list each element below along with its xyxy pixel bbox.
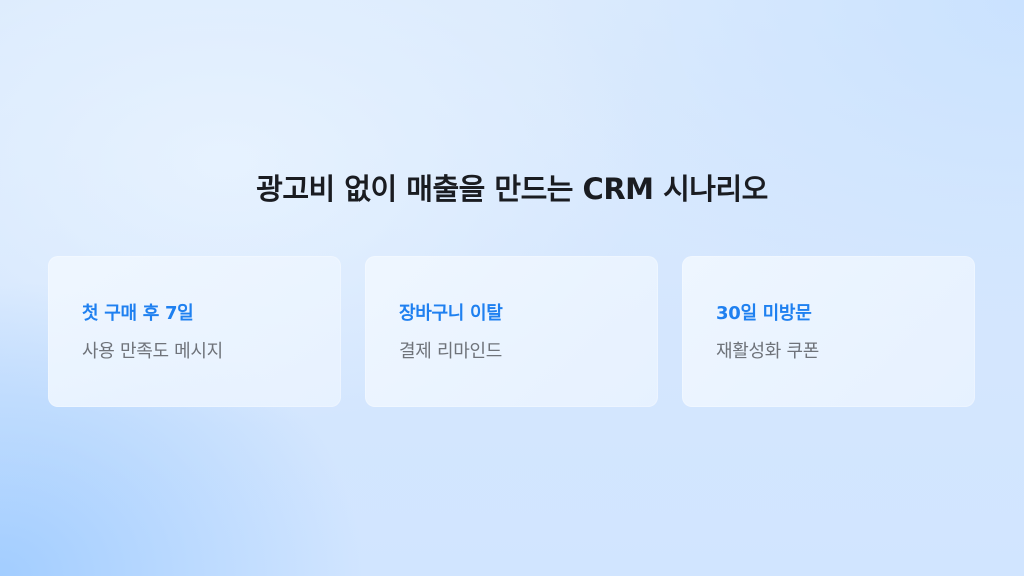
scenario-card-description: 결제 리마인드 xyxy=(399,341,502,362)
scenario-card-inactive-30-days: 30일 미방문 재활성화 쿠폰 xyxy=(682,256,975,407)
scenario-card-description: 사용 만족도 메시지 xyxy=(82,341,223,362)
scenario-card-cart-abandon: 장바구니 이탈 결제 리마인드 xyxy=(365,256,658,407)
scenario-cards: 첫 구매 후 7일 사용 만족도 메시지 장바구니 이탈 결제 리마인드 30일… xyxy=(48,256,975,407)
scenario-card-label: 첫 구매 후 7일 xyxy=(82,303,194,324)
scenario-card-first-purchase: 첫 구매 후 7일 사용 만족도 메시지 xyxy=(48,256,341,407)
scenario-card-label: 30일 미방문 xyxy=(716,303,812,324)
scenario-card-description: 재활성화 쿠폰 xyxy=(716,341,819,362)
slide-title: 광고비 없이 매출을 만드는 CRM 시나리오 xyxy=(256,172,768,206)
scenario-card-label: 장바구니 이탈 xyxy=(399,303,503,324)
